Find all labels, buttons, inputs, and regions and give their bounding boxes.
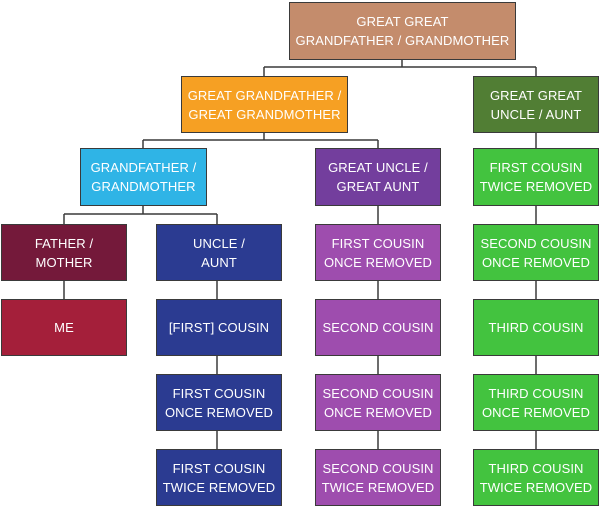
node-label: THIRD COUSIN: [488, 320, 584, 335]
node-third-cousin-once-removed: THIRD COUSIN ONCE REMOVED: [473, 374, 599, 431]
node-label: GREAT GREAT GRANDFATHER / GRANDMOTHER: [295, 14, 510, 48]
node-label: [FIRST] COUSIN: [168, 320, 270, 335]
node-first-cousin-once-removed-purple: FIRST COUSIN ONCE REMOVED: [315, 224, 441, 281]
node-second-cousin-twice-removed: SECOND COUSIN TWICE REMOVED: [315, 449, 441, 506]
node-great-great-uncle-aunt: GREAT GREAT UNCLE / AUNT: [473, 76, 599, 133]
node-first-cousin-twice-removed-blue: FIRST COUSIN TWICE REMOVED: [156, 449, 282, 506]
node-label: FIRST COUSIN ONCE REMOVED: [164, 385, 274, 420]
node-grandparents: GRANDFATHER / GRANDMOTHER: [80, 148, 207, 206]
node-label: FIRST COUSIN ONCE REMOVED: [323, 235, 433, 270]
node-first-cousin: [FIRST] COUSIN: [156, 299, 282, 356]
node-great-grandparents: GREAT GRANDFATHER / GREAT GRANDMOTHER: [181, 76, 348, 133]
node-label: THIRD COUSIN ONCE REMOVED: [481, 385, 591, 420]
node-second-cousin-once-removed-purple: SECOND COUSIN ONCE REMOVED: [315, 374, 441, 431]
node-label: ME: [54, 320, 74, 335]
node-label: GRANDFATHER / GRANDMOTHER: [90, 160, 197, 194]
node-label: FATHER / MOTHER: [34, 235, 94, 270]
node-label: SECOND COUSIN: [322, 320, 434, 335]
node-father-mother: FATHER / MOTHER: [1, 224, 127, 281]
node-great-uncle-aunt: GREAT UNCLE / GREAT AUNT: [315, 148, 441, 206]
node-label: THIRD COUSIN TWICE REMOVED: [479, 460, 593, 495]
node-label: GREAT GRANDFATHER / GREAT GRANDMOTHER: [187, 87, 342, 122]
node-second-cousin-once-removed-green: SECOND COUSIN ONCE REMOVED: [473, 224, 599, 281]
node-label: SECOND COUSIN TWICE REMOVED: [321, 460, 435, 495]
node-second-cousin: SECOND COUSIN: [315, 299, 441, 356]
node-label: GREAT UNCLE / GREAT AUNT: [328, 160, 428, 194]
node-label: GREAT GREAT UNCLE / AUNT: [489, 87, 583, 122]
node-great-great-grandparents: GREAT GREAT GRANDFATHER / GRANDMOTHER: [289, 2, 516, 60]
node-third-cousin: THIRD COUSIN: [473, 299, 599, 356]
node-third-cousin-twice-removed: THIRD COUSIN TWICE REMOVED: [473, 449, 599, 506]
node-label: UNCLE / AUNT: [193, 235, 245, 270]
node-first-cousin-twice-removed-green: FIRST COUSIN TWICE REMOVED: [473, 148, 599, 206]
node-me: ME: [1, 299, 127, 356]
node-label: FIRST COUSIN TWICE REMOVED: [479, 160, 593, 194]
node-first-cousin-once-removed-blue: FIRST COUSIN ONCE REMOVED: [156, 374, 282, 431]
node-label: SECOND COUSIN ONCE REMOVED: [322, 385, 434, 420]
node-uncle-aunt: UNCLE / AUNT: [156, 224, 282, 281]
node-label: SECOND COUSIN ONCE REMOVED: [480, 235, 592, 270]
node-label: FIRST COUSIN TWICE REMOVED: [162, 460, 276, 495]
